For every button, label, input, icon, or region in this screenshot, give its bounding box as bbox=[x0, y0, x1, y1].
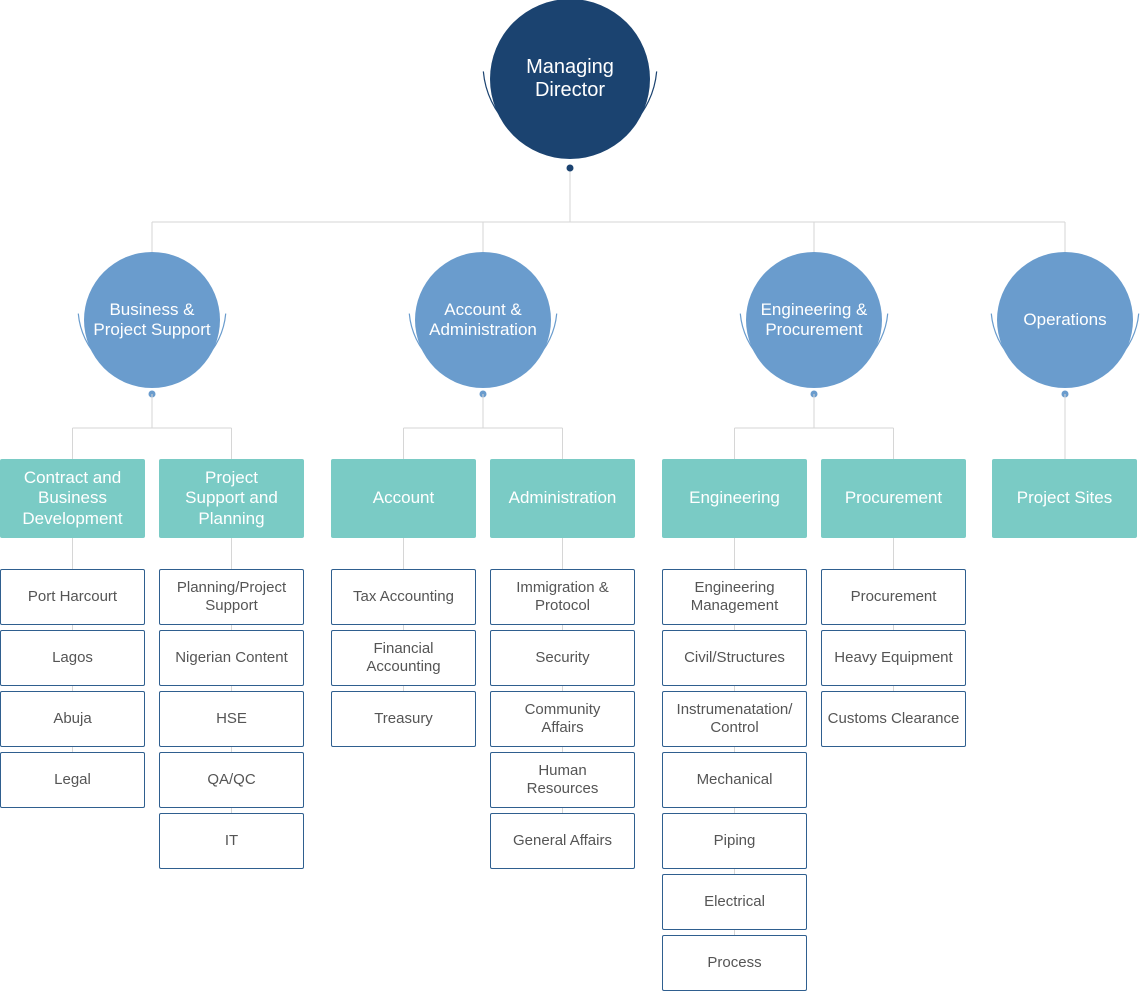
unit-box: QA/QC bbox=[159, 752, 304, 808]
division-node: Account & Administration bbox=[415, 252, 551, 388]
unit-box: Treasury bbox=[331, 691, 476, 747]
unit-box: Financial Accounting bbox=[331, 630, 476, 686]
department-box: Project Sites bbox=[992, 459, 1137, 538]
unit-box: Planning/Project Support bbox=[159, 569, 304, 625]
unit-box: Engineering Management bbox=[662, 569, 807, 625]
unit-box: Nigerian Content bbox=[159, 630, 304, 686]
unit-box: Heavy Equipment bbox=[821, 630, 966, 686]
unit-box: Customs Clearance bbox=[821, 691, 966, 747]
unit-box: Human Resources bbox=[490, 752, 635, 808]
division-node: Operations bbox=[997, 252, 1133, 388]
unit-box: Mechanical bbox=[662, 752, 807, 808]
managing-director-node: Managing Director bbox=[490, 0, 650, 159]
unit-box: General Affairs bbox=[490, 813, 635, 869]
division-node: Business & Project Support bbox=[84, 252, 220, 388]
unit-box: Community Affairs bbox=[490, 691, 635, 747]
unit-box: HSE bbox=[159, 691, 304, 747]
unit-box: Piping bbox=[662, 813, 807, 869]
unit-box: Lagos bbox=[0, 630, 145, 686]
unit-box: Process bbox=[662, 935, 807, 991]
unit-box: Instrumenatation/ Control bbox=[662, 691, 807, 747]
unit-box: Security bbox=[490, 630, 635, 686]
department-box: Contract and Business Development bbox=[0, 459, 145, 538]
unit-box: Procurement bbox=[821, 569, 966, 625]
department-box: Engineering bbox=[662, 459, 807, 538]
unit-box: Tax Accounting bbox=[331, 569, 476, 625]
unit-box: Legal bbox=[0, 752, 145, 808]
division-node: Engineering & Procurement bbox=[746, 252, 882, 388]
department-box: Procurement bbox=[821, 459, 966, 538]
unit-box: Port Harcourt bbox=[0, 569, 145, 625]
unit-box: Civil/Structures bbox=[662, 630, 807, 686]
unit-box: Immigration & Protocol bbox=[490, 569, 635, 625]
department-box: Administration bbox=[490, 459, 635, 538]
unit-box: Electrical bbox=[662, 874, 807, 930]
managing-director-connector-dot bbox=[566, 164, 574, 172]
department-box: Account bbox=[331, 459, 476, 538]
unit-box: IT bbox=[159, 813, 304, 869]
department-box: Project Support and Planning bbox=[159, 459, 304, 538]
unit-box: Abuja bbox=[0, 691, 145, 747]
